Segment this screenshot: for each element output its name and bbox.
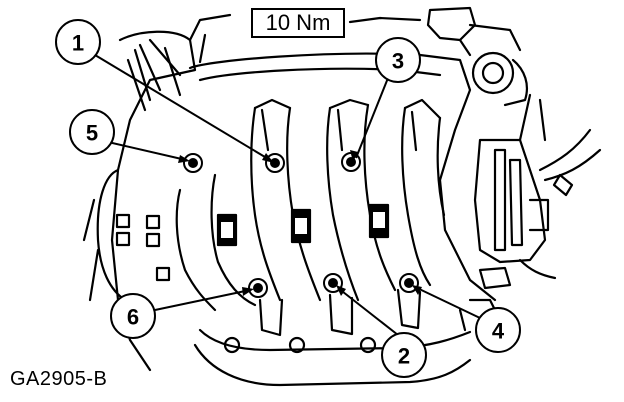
leader-4 (414, 286, 481, 319)
torque-spec-text: 10 Nm (265, 10, 331, 35)
leader-lines (94, 54, 481, 336)
sensor-top (426, 6, 477, 42)
callout-3-circle (375, 37, 421, 83)
manifold-plenum (193, 328, 472, 387)
sensor-cable (538, 128, 602, 182)
callout-5-circle (69, 109, 115, 155)
callout-3-label: 3 (392, 49, 404, 74)
callout-1-label: 1 (72, 31, 84, 56)
callout-5-label: 5 (86, 121, 98, 146)
callout-6-circle (110, 293, 156, 339)
leader-3 (355, 77, 389, 159)
runner-4 (401, 106, 446, 287)
callout-4-circle (475, 307, 521, 353)
callout-4-label: 4 (492, 319, 505, 344)
leader-5 (107, 141, 187, 161)
bolt-heads (183, 152, 419, 298)
callout-2-label: 2 (398, 344, 410, 369)
bolt-5 (183, 153, 203, 173)
valve-ring (471, 51, 515, 95)
bolt-6 (248, 278, 268, 298)
runner-3 (326, 103, 397, 302)
throttle-body (473, 138, 547, 264)
leader-1 (94, 54, 271, 161)
bolt-1 (265, 153, 285, 173)
figure-id: GA2905-B (10, 368, 108, 390)
runner-2 (250, 106, 322, 302)
bolt-2 (323, 273, 343, 293)
callout-6-label: 6 (127, 305, 139, 330)
engine-block (96, 30, 197, 372)
torque-spec-box: 10 Nm (251, 8, 345, 38)
callout-1-circle (55, 19, 101, 65)
leader-2 (337, 287, 399, 336)
callout-2-circle (381, 332, 427, 378)
leader-6 (154, 289, 251, 311)
manifold-flange-top (188, 52, 497, 302)
